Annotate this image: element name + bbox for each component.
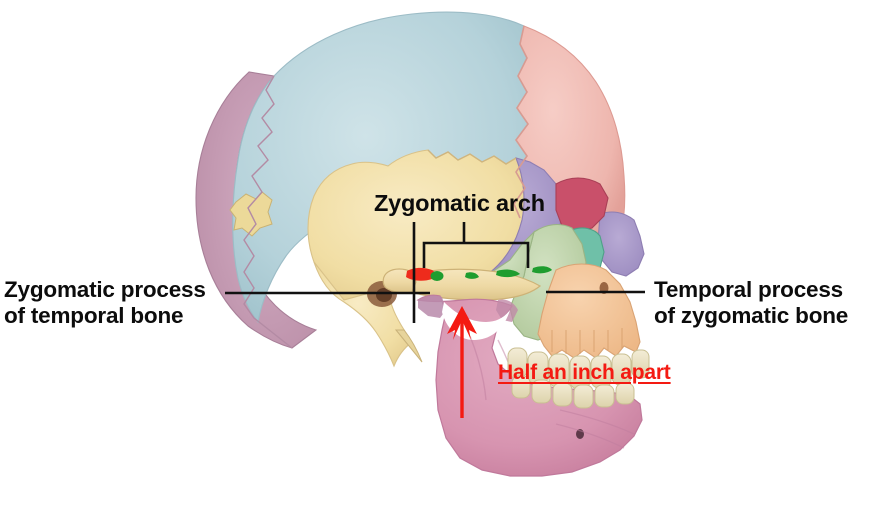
maxillary-teeth (507, 347, 650, 390)
label-temporal-process-of-zygomatic-bone: Temporal process of zygomatic bone (654, 277, 849, 329)
coronoid-process (496, 299, 518, 322)
maxillary-alveolar-ridge (551, 328, 623, 354)
sphenoid-greater-wing (597, 211, 645, 277)
maxilla (537, 263, 641, 359)
suture-marker-red (406, 267, 435, 281)
mastoid-process (313, 261, 413, 368)
label-zygomatic-process-of-temporal-bone: Zygomatic process of temporal bone (4, 277, 206, 329)
zygomatic-arch-bracket (422, 241, 530, 268)
annotation-half-an-inch-apart: Half an inch apart (498, 361, 671, 384)
measurement-arrow-head (447, 306, 477, 340)
mandibular-notch (442, 302, 510, 340)
mandibular-teeth (511, 375, 635, 409)
suture-marker-green-4 (532, 266, 552, 274)
mandibular-condyle (418, 295, 446, 318)
coronal-suture (513, 25, 529, 219)
suture-marker-green-2 (465, 272, 479, 279)
label-zygomatic-arch: Zygomatic arch (374, 190, 545, 216)
suture-marker-green-1 (430, 271, 444, 281)
meatus-inner (376, 288, 392, 302)
styloid-process (394, 329, 423, 363)
squamous-suture (427, 149, 517, 165)
suture-marker-green-3 (496, 269, 520, 278)
lambdoid-suture (243, 75, 293, 349)
